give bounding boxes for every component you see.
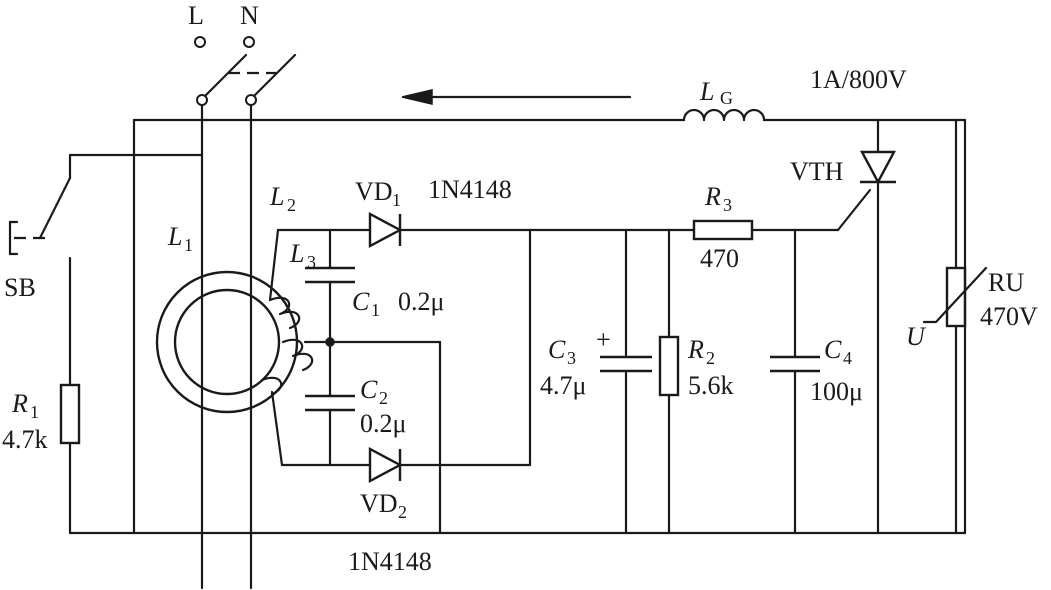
l2-winding	[268, 296, 301, 330]
vd2-sub: 2	[398, 502, 407, 522]
vd1-name: VD	[355, 177, 393, 206]
c2-value: 0.2μ	[360, 409, 406, 438]
c1-name: C	[352, 287, 370, 316]
r3-value: 470	[700, 244, 739, 273]
r1-name: R	[11, 389, 28, 418]
vth-label: VTH	[790, 157, 844, 186]
secondary-windings: L 2 L 3	[260, 182, 442, 535]
c4-value: 100μ	[810, 377, 863, 406]
vth-thyristor-icon	[860, 150, 896, 185]
vd2-part: 1N4148	[348, 547, 432, 576]
live-label: L	[188, 1, 204, 30]
c1-value: 0.2μ	[398, 287, 444, 316]
ru-varistor	[945, 266, 967, 328]
sb-blade	[38, 176, 72, 240]
r2: R 2 5.6k	[658, 228, 734, 535]
vd2-diode-icon	[368, 447, 403, 483]
r3-resistor	[692, 219, 754, 241]
neutral-label: N	[240, 1, 259, 30]
vd2: VD 2 1N4148	[348, 228, 532, 576]
toroid-core: L 1	[155, 222, 299, 414]
vth-gate	[836, 188, 872, 232]
l3-name: L	[289, 239, 304, 268]
r2-resistor	[658, 335, 680, 397]
c1-sub: 1	[371, 300, 380, 320]
l3-winding-lower	[260, 376, 283, 396]
live-terminal	[194, 36, 206, 48]
ru-nonlinear-mark	[922, 266, 988, 324]
l2-name: L	[269, 182, 284, 211]
c3-polarity: +	[596, 325, 611, 354]
switch-blade-neutral	[252, 53, 297, 98]
vth-rating: 1A/800V	[810, 65, 907, 94]
r2-sub: 2	[706, 348, 715, 368]
test-branch: SB R 1 4.7k	[2, 153, 204, 535]
c1-c2-stack: C 1 0.2μ C 2 0.2μ	[305, 228, 444, 467]
current-arrow	[401, 89, 632, 105]
thyristor: VTH	[790, 118, 896, 535]
vd1-part: 1N4148	[428, 175, 512, 204]
c3-sub: 3	[567, 348, 576, 368]
r3-name: R	[704, 182, 721, 211]
r1-value: 4.7k	[2, 425, 48, 454]
ru-u: U	[906, 322, 927, 351]
switch-blade-live	[203, 53, 248, 98]
r1-sub: 1	[30, 402, 39, 422]
c2-sub: 2	[379, 388, 388, 408]
vd1: VD 1 1N4148	[350, 175, 532, 248]
arrow-head-icon	[401, 89, 433, 105]
ru-value: 470V	[980, 302, 1038, 331]
r2-value: 5.6k	[688, 371, 734, 400]
c3-name: C	[548, 335, 566, 364]
varistor: RU 470V U	[906, 118, 1038, 535]
l1-sub: 1	[184, 235, 193, 255]
ru-label: RU	[988, 268, 1024, 297]
l3-winding	[281, 338, 314, 372]
c2-name: C	[360, 375, 378, 404]
top-bus: L G 1A/800V	[132, 65, 967, 122]
l1-name: L	[167, 222, 182, 251]
vd2-name: VD	[360, 489, 398, 518]
c4: C 4 100μ	[770, 228, 863, 535]
l3-sub: 3	[307, 252, 316, 272]
r1-resistor	[59, 383, 81, 445]
vd1-sub: 1	[392, 190, 401, 210]
r3-sub: 3	[723, 195, 732, 215]
r2-name: R	[687, 335, 704, 364]
sb-label: SB	[4, 273, 36, 302]
c3: + C 3 4.7μ	[540, 228, 652, 535]
mains-switch: L N	[188, 1, 297, 590]
lg-coil	[682, 108, 766, 122]
lg-name: L	[699, 77, 714, 106]
signal-rail: R 3 470	[528, 182, 840, 273]
c3-value: 4.7μ	[540, 371, 586, 400]
c4-sub: 4	[843, 348, 852, 368]
l2-sub: 2	[287, 195, 296, 215]
c4-name: C	[824, 335, 842, 364]
vd1-diode-icon	[368, 212, 403, 248]
lg-sub: G	[720, 88, 733, 108]
neutral-terminal	[243, 36, 255, 48]
